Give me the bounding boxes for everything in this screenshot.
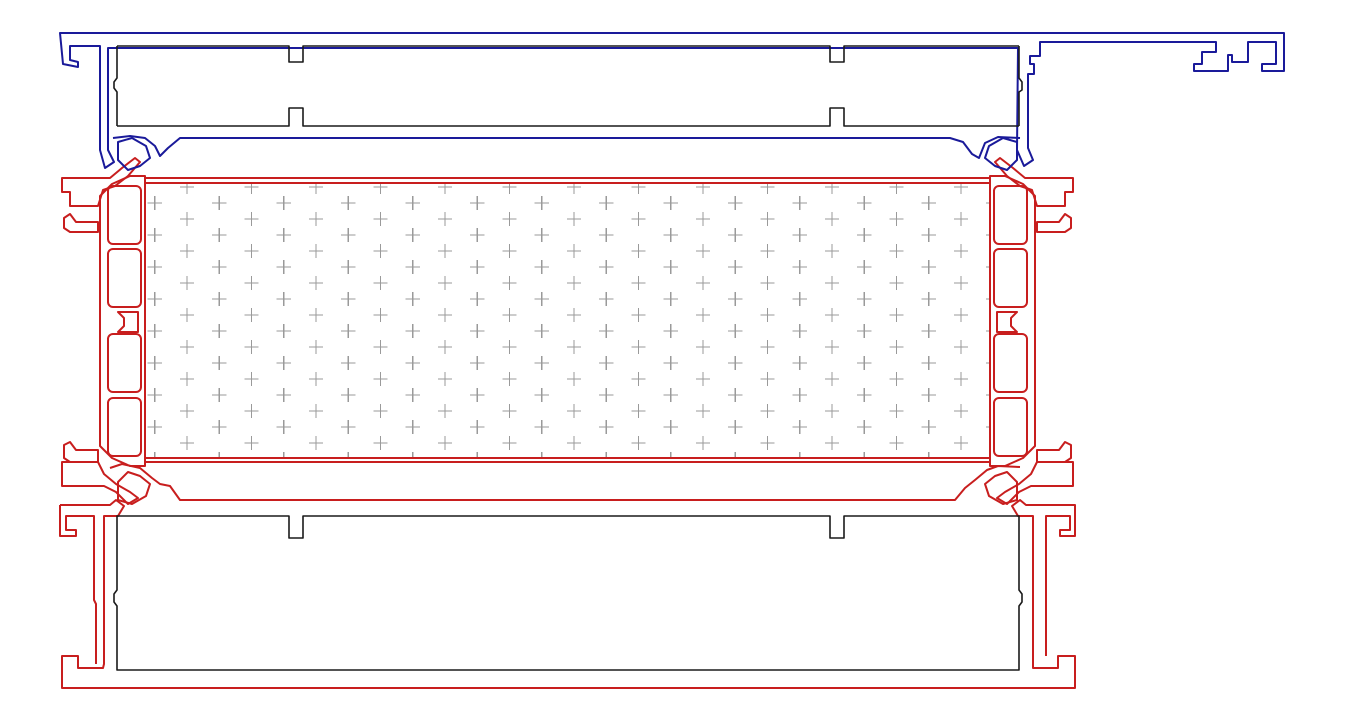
top-frame-profile [59, 32, 1285, 169]
insulation-panel [144, 177, 991, 463]
left-spacer-profile [61, 157, 146, 505]
insulation-fill [145, 183, 990, 458]
bottom-lip [109, 463, 1021, 501]
gasket-seals [117, 137, 1018, 505]
bottom-frame-profile [59, 499, 1076, 689]
bottom-chamber [113, 515, 1023, 671]
top-chamber [113, 45, 1023, 127]
right-spacer-profile [989, 157, 1074, 505]
